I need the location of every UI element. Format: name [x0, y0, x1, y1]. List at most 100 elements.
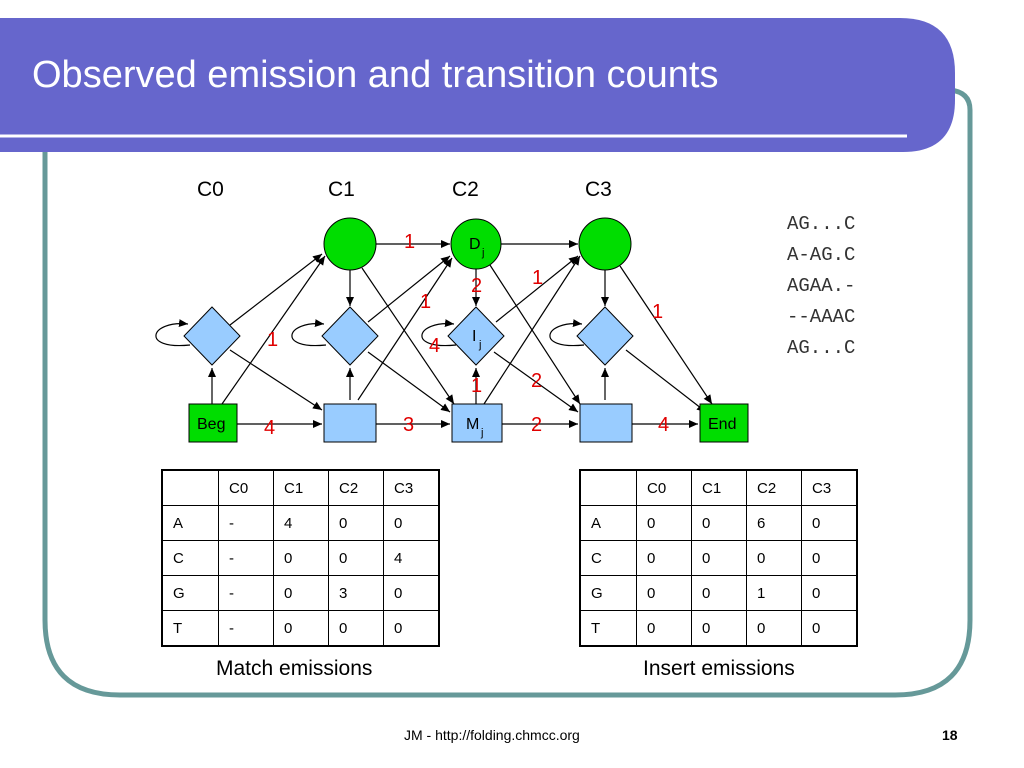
table-cell: 4	[383, 540, 440, 576]
arrow-i1-m2	[367, 351, 451, 413]
table-cell: -	[218, 610, 274, 647]
table-row: T 0 0 0 0	[579, 610, 858, 647]
count-i2-m2: 1	[471, 375, 482, 397]
table-cell: 0	[691, 505, 747, 541]
match-j-subscript: j	[480, 427, 483, 439]
arrow-i0-m1	[229, 349, 323, 411]
table-header-cell: C3	[383, 469, 440, 506]
delete-j-subscript: j	[481, 247, 484, 259]
table-header-cell: C1	[691, 469, 747, 506]
slide-title: Observed emission and transition counts	[32, 54, 719, 96]
arrow-d2-m3	[487, 261, 581, 405]
table-cell: A	[161, 505, 219, 541]
match-j-label: M	[466, 416, 479, 433]
count-m2-m3: 2	[531, 414, 542, 436]
match-state-2	[451, 403, 503, 443]
loop-i3	[549, 319, 585, 347]
table-cell: 0	[328, 505, 384, 541]
table-cell: 0	[691, 575, 747, 611]
column-label-c0: C0	[197, 178, 224, 201]
arrow-m1-d2	[357, 257, 453, 401]
column-label-c1: C1	[328, 178, 355, 201]
table-row: C - 0 0 4	[161, 540, 440, 576]
table-header-cell: C2	[746, 469, 802, 506]
table-cell: 0	[691, 540, 747, 576]
count-beg-m1: 4	[264, 417, 275, 439]
table-cell: 0	[636, 505, 692, 541]
table-cell: 0	[383, 505, 440, 541]
alignment-row: AGAA.-	[787, 275, 856, 297]
table-cell: 0	[273, 610, 329, 647]
table-cell: 0	[383, 575, 440, 611]
table-cell: C	[161, 540, 219, 576]
arrow-i2-m3	[493, 351, 579, 413]
insert-emissions-table: C0 C1 C2 C3 A 0 0 6 0 C 0 0 0 0 G 0 0 1 …	[579, 469, 858, 647]
alignment-row: AG...C	[787, 337, 856, 359]
table-header-row: C0 C1 C2 C3	[161, 469, 440, 506]
footer-text: JM - http://folding.chmcc.org	[404, 727, 580, 743]
table-header-cell	[579, 469, 637, 506]
table-row: C 0 0 0 0	[579, 540, 858, 576]
table-header-cell: C3	[801, 469, 858, 506]
end-label: End	[708, 416, 736, 433]
table-cell: -	[218, 575, 274, 611]
alignment-row: A-AG.C	[787, 244, 856, 266]
match-state-1	[323, 403, 377, 443]
table-cell: 0	[746, 540, 802, 576]
table-header-row: C0 C1 C2 C3	[579, 469, 858, 506]
table-cell: 0	[273, 575, 329, 611]
table-cell: 4	[273, 505, 329, 541]
table-cell: A	[579, 505, 637, 541]
content-frame	[42, 87, 973, 698]
sequence-alignment: AG...C A-AG.C AGAA.- --AAAC AG...C	[787, 209, 855, 364]
table-cell: G	[579, 575, 637, 611]
table-cell: 0	[691, 610, 747, 647]
table-header-cell	[161, 469, 219, 506]
table-cell: 6	[746, 505, 802, 541]
table-cell: -	[218, 540, 274, 576]
table-row: G 0 0 1 0	[579, 575, 858, 611]
loop-i0	[155, 319, 191, 347]
count-d3-i3: 1	[652, 301, 663, 323]
alignment-row: --AAAC	[787, 306, 856, 328]
insert-j-subscript: j	[478, 339, 481, 351]
arrow-m2-d3	[483, 255, 581, 405]
arrow-d3-end	[619, 265, 713, 405]
table-header-cell: C0	[636, 469, 692, 506]
table-cell: T	[161, 610, 219, 647]
count-d1-d2: 1	[404, 231, 415, 253]
table-cell: 0	[383, 610, 440, 647]
table-cell: 0	[746, 610, 802, 647]
table-cell: 0	[273, 540, 329, 576]
begin-state	[188, 403, 238, 443]
alignment-row: AG...C	[787, 213, 856, 235]
delete-j-label: D	[469, 236, 481, 253]
match-state-3	[579, 403, 633, 443]
table-header-cell: C2	[328, 469, 384, 506]
table-row: G - 0 3 0	[161, 575, 440, 611]
table-cell: C	[579, 540, 637, 576]
page-number: 18	[942, 727, 958, 743]
table-cell: 0	[801, 540, 858, 576]
count-m1-m2: 3	[403, 414, 414, 436]
delete-state-1	[323, 217, 377, 271]
arrow-i3-end	[625, 349, 707, 413]
count-d2-i2: 2	[471, 275, 482, 297]
table-cell: 0	[328, 610, 384, 647]
table-cell: 0	[328, 540, 384, 576]
arrow-i0-d1	[229, 253, 323, 326]
loop-i1	[291, 319, 327, 347]
insert-state-1	[321, 306, 379, 366]
count-i2-m3: 2	[531, 370, 542, 392]
table-cell: G	[161, 575, 219, 611]
match-emissions-caption: Match emissions	[216, 657, 373, 680]
table-cell: 3	[328, 575, 384, 611]
insert-state-2	[447, 306, 505, 366]
count-m3-end: 4	[658, 414, 669, 436]
insert-state-0	[183, 306, 241, 366]
table-cell: 0	[801, 575, 858, 611]
arrow-beg-d1	[221, 255, 326, 405]
loop-i2	[421, 319, 457, 347]
